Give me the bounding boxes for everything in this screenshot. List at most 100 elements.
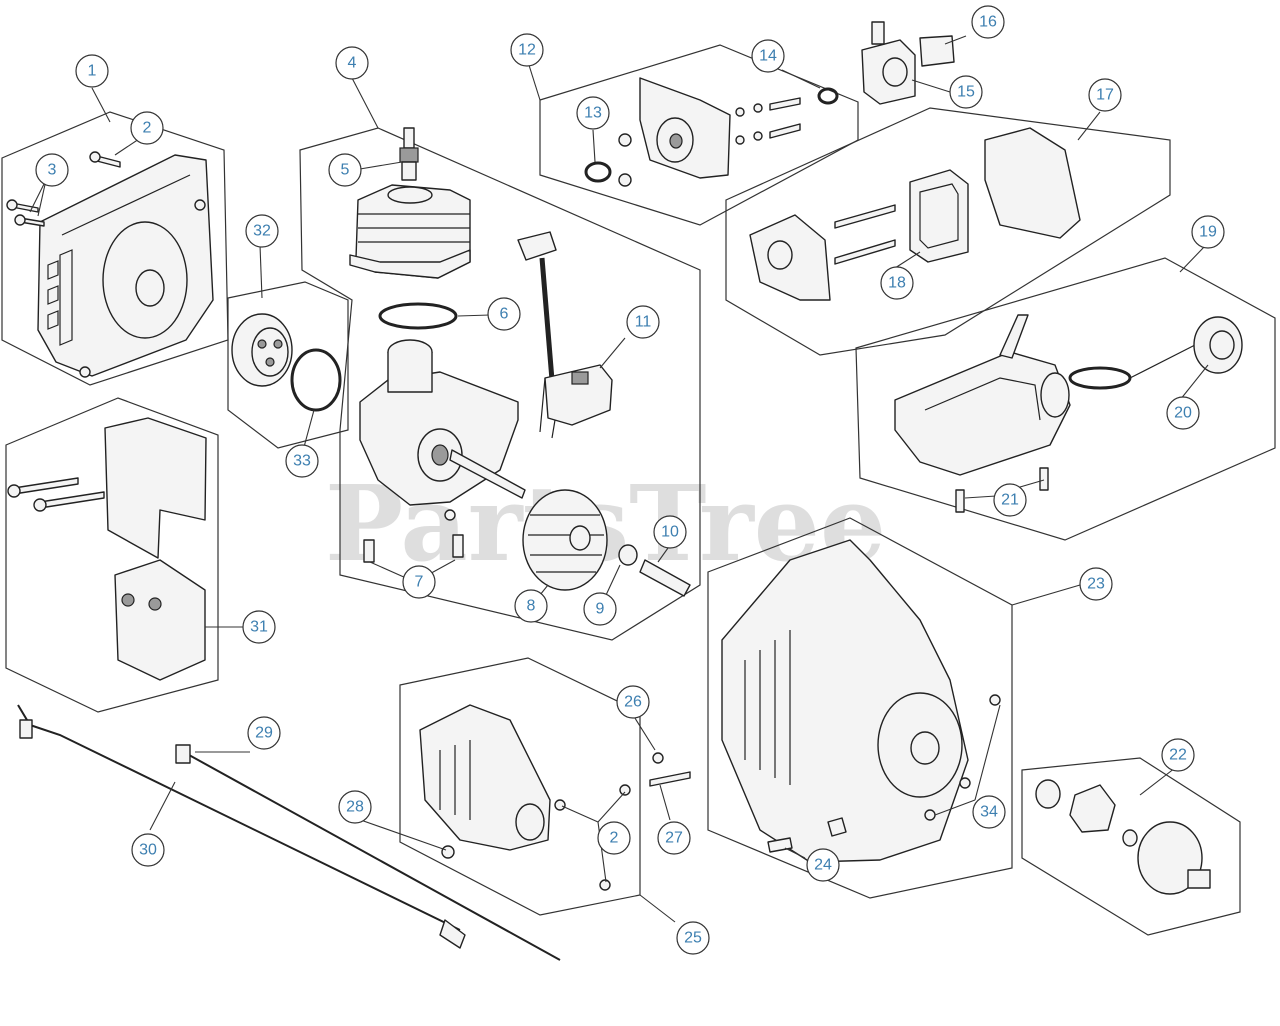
callout-circle — [131, 833, 165, 867]
callout-17: 17 — [1088, 78, 1122, 112]
callout-circle — [242, 610, 276, 644]
callout-6: 6 — [487, 297, 521, 331]
callout-number: 7 — [415, 574, 424, 591]
panel-fuel-tank — [855, 257, 1276, 541]
panel-muffler — [5, 397, 219, 713]
air-filter-screws — [834, 204, 896, 265]
callout-number: 16 — [979, 14, 997, 31]
ignition-coil — [517, 231, 613, 439]
fuel-tank — [894, 314, 1071, 476]
callout-2b: 2 — [597, 821, 631, 855]
callout-circle — [880, 266, 914, 300]
callout-16: 16 — [971, 5, 1005, 39]
air-filter-base — [749, 214, 831, 301]
callout-circle — [1079, 567, 1113, 601]
callout-circle — [1166, 396, 1200, 430]
cylinder — [349, 184, 471, 279]
intake-clip — [584, 161, 612, 183]
callout-number: 25 — [684, 930, 702, 947]
o-ring — [378, 302, 458, 330]
callout-number: 3 — [48, 162, 57, 179]
starter-housing-screws — [924, 694, 1001, 821]
panel-seal — [227, 281, 349, 449]
callout-number: 30 — [139, 842, 157, 859]
callout-circle — [949, 75, 983, 109]
callout-23: 23 — [1079, 567, 1113, 601]
callout-number: 2 — [143, 120, 152, 137]
callout-25: 25 — [676, 921, 710, 955]
intake-o-ring — [817, 87, 839, 105]
callout-8: 8 — [514, 589, 548, 623]
callout-circle — [510, 33, 544, 67]
callout-circle — [335, 46, 369, 80]
throttle-cables — [17, 704, 561, 961]
callout-number: 23 — [1087, 576, 1105, 593]
washer — [618, 544, 638, 566]
callout-circle — [972, 795, 1006, 829]
callout-circle — [285, 444, 319, 478]
seal-o-ring — [290, 348, 342, 412]
callout-19: 19 — [1191, 215, 1225, 249]
callout-number: 13 — [584, 105, 602, 122]
muffler-bolts — [7, 477, 105, 512]
callout-14: 14 — [751, 39, 785, 73]
air-filter — [909, 169, 969, 263]
callout-24: 24 — [806, 848, 840, 882]
callout-number: 32 — [253, 223, 271, 240]
callout-32: 32 — [245, 214, 279, 248]
callout-number: 1 — [88, 63, 97, 80]
callout-15: 15 — [949, 75, 983, 109]
callout-12: 12 — [510, 33, 544, 67]
callout-circle — [514, 589, 548, 623]
callout-circle — [597, 821, 631, 855]
fuel-cap — [1193, 316, 1243, 374]
callout-number: 15 — [957, 84, 975, 101]
carburetor — [861, 21, 916, 105]
starter-housing — [721, 539, 969, 863]
callout-circle — [653, 515, 687, 549]
clutch-housing-screws — [441, 752, 691, 891]
callout-27: 27 — [657, 821, 691, 855]
callout-30: 30 — [131, 833, 165, 867]
callout-circle — [657, 821, 691, 855]
panel-engine — [299, 127, 701, 641]
callout-number: 8 — [527, 598, 536, 615]
callout-number: 28 — [346, 799, 364, 816]
callout-circle — [247, 716, 281, 750]
callout-number: 2 — [610, 830, 619, 847]
callout-number: 9 — [596, 601, 605, 618]
callout-circle — [806, 848, 840, 882]
fuel-tank-o-ring — [1068, 366, 1132, 390]
callout-number: 33 — [293, 453, 311, 470]
callout-31: 31 — [242, 610, 276, 644]
callout-circle — [1161, 738, 1195, 772]
clutch — [1035, 779, 1211, 895]
callout-number: 17 — [1096, 87, 1114, 104]
callout-circle — [75, 54, 109, 88]
callout-circle — [616, 685, 650, 719]
callout-circle — [1088, 78, 1122, 112]
screws-7 — [363, 534, 464, 563]
callout-circle — [583, 592, 617, 626]
callout-21: 21 — [993, 483, 1027, 517]
fan-housing — [37, 154, 214, 378]
callout-number: 6 — [500, 306, 509, 323]
callout-circle — [487, 297, 521, 331]
callout-18: 18 — [880, 266, 914, 300]
callout-number: 22 — [1169, 747, 1187, 764]
flywheel — [522, 489, 608, 591]
callout-circle — [993, 483, 1027, 517]
callout-number: 27 — [665, 830, 683, 847]
callout-number: 10 — [661, 524, 679, 541]
crankcase — [359, 339, 526, 521]
callout-13: 13 — [576, 96, 610, 130]
callout-circle — [328, 153, 362, 187]
callout-26: 26 — [616, 685, 650, 719]
callout-3: 3 — [35, 153, 69, 187]
carb-bracket — [639, 77, 731, 179]
callout-number: 34 — [980, 804, 998, 821]
callout-circle — [402, 565, 436, 599]
callout-10: 10 — [653, 515, 687, 549]
